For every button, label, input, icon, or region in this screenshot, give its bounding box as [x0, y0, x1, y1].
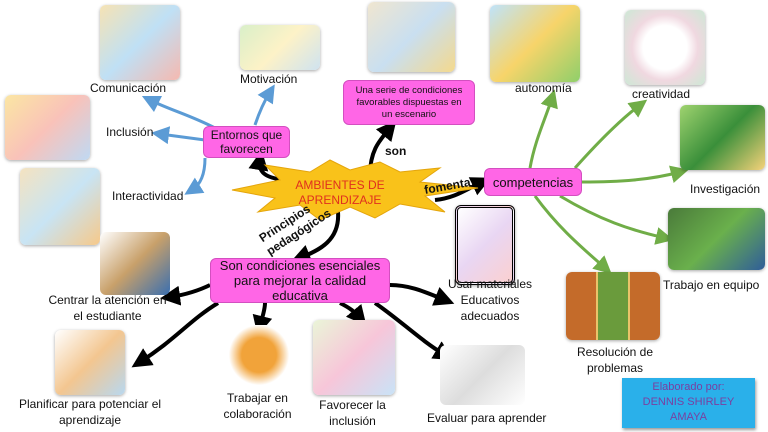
entornos-node: Entornos que favorecen	[203, 126, 290, 158]
usar-materiales-label: Usar materiales Educativos adecuados	[447, 277, 533, 323]
evaluar-image	[440, 345, 525, 405]
arrow-comunicacion	[141, 95, 216, 130]
condiciones-node: Son condiciones esenciales para mejorar …	[210, 258, 390, 303]
trabajar-image	[228, 325, 290, 385]
arrow-investigacion	[581, 165, 689, 184]
interactividad-label: Interactividad	[112, 189, 184, 203]
arrow-inclusion	[151, 126, 206, 145]
favorecer-image	[313, 320, 395, 395]
arrow-trabajo-equipo	[559, 194, 674, 245]
arrow-favorecer	[339, 301, 367, 326]
arrow-trabajar	[252, 302, 273, 336]
arrow-autonomia	[528, 89, 558, 169]
arrow-creatividad	[573, 99, 648, 169]
investigacion-label: Investigación	[690, 182, 761, 196]
arrow-centrar	[160, 283, 211, 306]
trabajar-label: Trabajar en colaboración	[223, 391, 292, 421]
inclusion-label: Inclusión	[106, 125, 154, 139]
arrow-evaluar	[373, 301, 454, 361]
arrow-competencias	[434, 177, 492, 202]
comunicacion-label: Comunicación	[90, 81, 167, 95]
investigacion-image	[680, 105, 765, 170]
favorecer-label: Favorecer la inclusión	[319, 398, 386, 428]
creatividad-label: creatividad	[632, 87, 691, 101]
motivacion-label: Motivación	[240, 72, 298, 86]
motivacion-image	[240, 25, 320, 70]
centrar-image	[100, 232, 170, 295]
serie-node: Una serie de condiciones favorables disp…	[343, 80, 475, 125]
trabajo-equipo-label: Trabajo en equipo	[663, 278, 760, 292]
arrow-planificar	[131, 301, 220, 368]
arrow-usar	[389, 283, 455, 306]
center-title: AMBIENTES DE APRENDIZAJE	[295, 178, 385, 207]
centrar-label: Centrar la atención en el estudiante	[48, 293, 167, 323]
recursos-image	[455, 205, 515, 285]
resolucion-image	[566, 272, 660, 340]
arrow-motivacion	[253, 84, 275, 126]
autonomia-label: autonomía	[515, 81, 572, 95]
son-label: son	[385, 144, 407, 158]
evaluar-label: Evaluar para aprender	[427, 411, 547, 425]
arrow-interactividad	[184, 157, 207, 195]
planificar-label: Planificar para potenciar el aprendizaje	[18, 397, 162, 427]
trabajo-equipo-image	[668, 208, 765, 270]
arrow-condiciones	[290, 211, 341, 264]
interactividad-image	[20, 168, 100, 245]
center-star-shape	[231, 159, 479, 221]
arrow-resolucion	[533, 195, 612, 275]
serie-image	[368, 2, 455, 72]
comunicacion-image	[100, 5, 180, 80]
planificar-image	[55, 330, 125, 395]
autonomia-image	[490, 5, 580, 82]
resolucion-label: Resolución de problemas	[576, 345, 654, 375]
credit-box: Elaborado por: DENNIS SHIRLEY AMAYA	[622, 378, 755, 428]
creatividad-image	[625, 10, 705, 85]
competencias-node: competencias	[484, 168, 582, 196]
inclusion-image	[5, 95, 90, 160]
